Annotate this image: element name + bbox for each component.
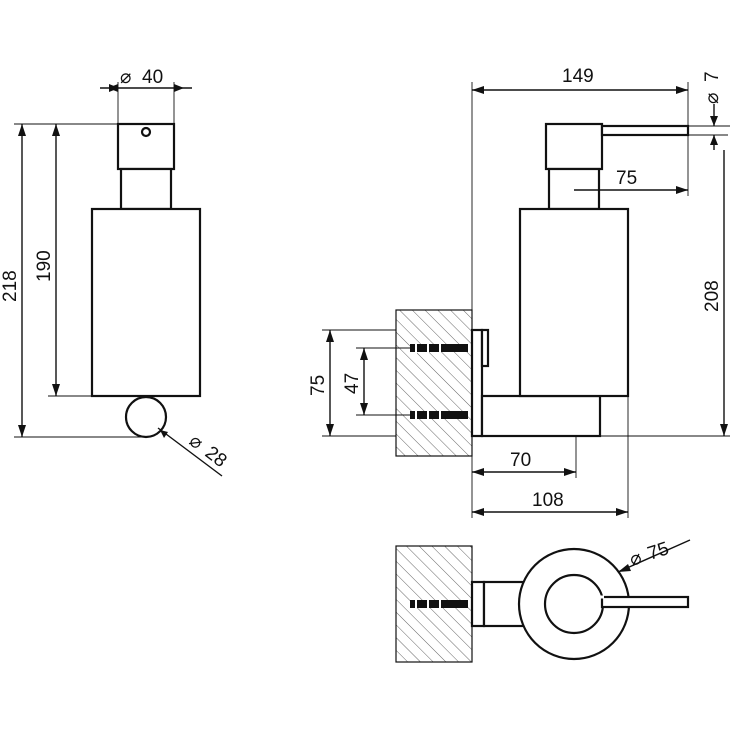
front-body-height-label: 190 xyxy=(34,250,55,282)
top-mount-plate xyxy=(470,580,486,628)
side-nozzle-diameter-label: 7 xyxy=(702,71,723,82)
front-view: ⌀ 40 218 190 ⌀ 28 xyxy=(0,67,231,477)
side-wall-section xyxy=(395,309,473,457)
lower-screw xyxy=(410,408,468,422)
top-body-diameter-label: 75 xyxy=(645,538,672,565)
bracket-arm xyxy=(480,394,602,438)
side-pump-cap xyxy=(544,122,604,171)
side-view: 149 ⌀ 7 75 208 75 47 xyxy=(308,66,730,518)
container-body xyxy=(90,207,202,398)
side-wall-to-front-label: 108 xyxy=(532,490,564,511)
mount-plate xyxy=(470,328,484,438)
side-depth-label: 149 xyxy=(562,66,594,87)
front-knob-diameter-label: 28 xyxy=(201,442,231,472)
front-cap-diameter-symbol: ⌀ xyxy=(120,67,131,88)
top-cap-inner xyxy=(543,573,605,635)
front-total-height-label: 218 xyxy=(0,270,21,302)
side-nozzle xyxy=(600,124,690,137)
side-nozzle-length-label: 75 xyxy=(616,168,637,189)
top-nozzle xyxy=(600,595,690,609)
side-bracket-depth-label: 70 xyxy=(510,450,531,471)
mount-plate-flange xyxy=(480,328,490,368)
pump-neck xyxy=(119,167,173,211)
side-screw-spacing-label: 47 xyxy=(342,373,363,394)
side-pump-neck xyxy=(547,167,601,211)
front-cap-diameter-label: 40 xyxy=(142,67,163,88)
side-nozzle-diameter-symbol: ⌀ xyxy=(702,93,723,104)
side-height-label: 208 xyxy=(702,280,723,312)
pump-hole xyxy=(140,126,152,138)
mount-knob xyxy=(124,395,168,439)
top-view: ⌀ 75 xyxy=(395,538,691,663)
upper-screw xyxy=(410,341,468,355)
side-bracket-height-label: 75 xyxy=(308,375,329,396)
top-screw xyxy=(410,597,468,611)
side-container-body xyxy=(518,207,630,398)
